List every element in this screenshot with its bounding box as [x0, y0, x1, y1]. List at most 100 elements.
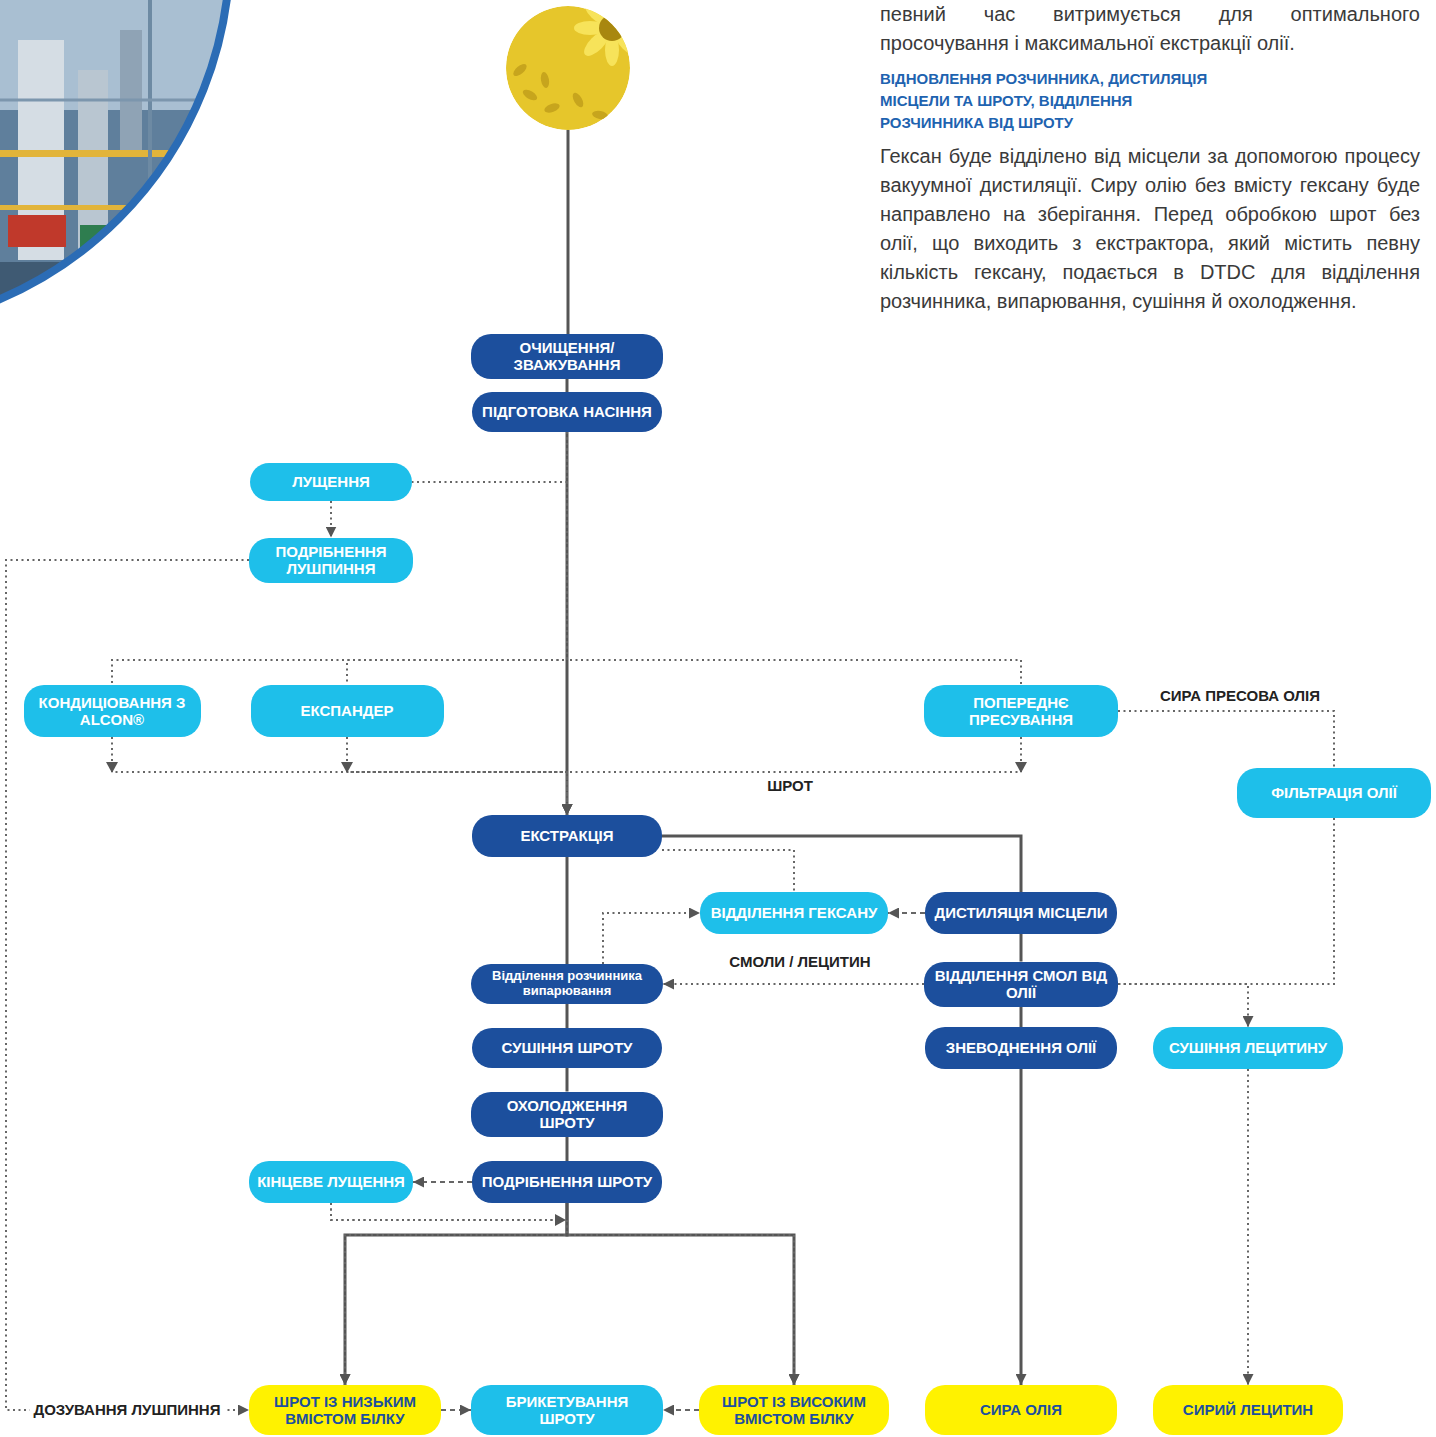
- flow-connector: [331, 1203, 567, 1385]
- node-label: ПОДРІБНЕННЯ ШРОТУ: [482, 1173, 652, 1190]
- flow-connector: [567, 1203, 794, 1385]
- flow-connector: [566, 857, 569, 964]
- flow-connector: [1020, 1007, 1023, 1028]
- flow-connector: [347, 737, 567, 815]
- edge-label: ШРОТ: [763, 777, 817, 794]
- node-label: БРИКЕТУВАННЯ ШРОТУ: [479, 1393, 655, 1428]
- node-text-group: ШРОТ ІЗ ВИСОКИМ ВМІСТОМ БІЛКУ: [707, 1393, 881, 1428]
- node-text-group: ШРОТ ІЗ НИЗЬКИМ ВМІСТОМ БІЛКУ: [257, 1393, 433, 1428]
- sunflower-centre: [599, 15, 625, 41]
- node-text-group: СИРИЙ ЛЕЦИТИН: [1183, 1401, 1313, 1418]
- sunflower-seed: [571, 91, 586, 109]
- process-box: Відділення розчинника випарювання: [471, 964, 663, 1004]
- flow-connector: [888, 912, 925, 914]
- product-box: СИРИЙ ЛЕЦИТИН: [1153, 1385, 1343, 1435]
- edge-label-patch: ДОЗУВАННЯ ЛУШПИННЯ: [30, 1401, 225, 1419]
- flow-connector: [112, 432, 567, 685]
- node-text-group: СУШІННЯ ЛЕЦИТИНУ: [1169, 1039, 1327, 1056]
- node-label: Відділення розчинника випарювання: [479, 969, 655, 999]
- node-text-group: ОХОЛОДЖЕННЯ ШРОТУ: [479, 1097, 655, 1132]
- bus-arrow: [341, 762, 353, 773]
- flow-connector: [441, 1409, 471, 1411]
- optional-step-box: ПОПЕРЕДНЄ ПРЕСУВАННЯ: [924, 685, 1118, 737]
- node-text-group: ВІДДІЛЕННЯ СМОЛ ВІД ОЛІЇ: [932, 967, 1110, 1002]
- flow-connector: [566, 1137, 569, 1162]
- bus-arrow: [106, 762, 118, 773]
- plant-railing: [0, 150, 240, 157]
- text-block: певний час витримується для оптимального…: [880, 0, 1420, 58]
- flow-connector: [567, 737, 1021, 815]
- edge-label: ДОЗУВАННЯ ЛУШПИННЯ: [30, 1401, 225, 1418]
- node-label: СУШІННЯ ШРОТУ: [502, 1039, 633, 1056]
- node-text-group: ПОДРІБНЕННЯ ШРОТУ: [482, 1173, 652, 1190]
- section-heading: ВІДНОВЛЕННЯ РОЗЧИННИКА, ДИСТИЛЯЦІЯ МІСЦЕ…: [880, 68, 1220, 134]
- flow-connector: [1118, 984, 1248, 1027]
- process-box: СУШІННЯ ШРОТУ: [472, 1028, 662, 1068]
- plant-column: [120, 30, 142, 150]
- optional-step-box: ПОДРІБНЕННЯ ЛУШПИННЯ: [249, 538, 413, 583]
- node-text-group: ВІДДІЛЕННЯ ГЕКСАНУ: [711, 904, 878, 921]
- text-block: ВІДНОВЛЕННЯ РОЗЧИННИКА, ДИСТИЛЯЦІЯ МІСЦЕ…: [880, 68, 1220, 134]
- node-text-group: ОЧИЩЕННЯ/ ЗВАЖУВАННЯ: [479, 339, 655, 374]
- sunflower-seed: [511, 62, 528, 78]
- edge-label: СМОЛИ / ЛЕЦИТИН: [725, 953, 874, 970]
- node-label: ЕКСТРАКЦІЯ: [520, 827, 613, 844]
- sunflower-petal: [618, 21, 650, 35]
- process-box: ОЧИЩЕННЯ/ ЗВАЖУВАННЯ: [471, 334, 663, 379]
- flow-connector: [330, 501, 332, 538]
- node-text-group: ФІЛЬТРАЦІЯ ОЛІЇ: [1271, 784, 1397, 801]
- plant-photo: [0, 0, 240, 322]
- node-label: ВІДДІЛЕННЯ СМОЛ ВІД ОЛІЇ: [932, 967, 1110, 1002]
- node-text-group: ДИСТИЛЯЦІЯ МІСЦЕЛИ: [934, 904, 1107, 921]
- flow-connector: [603, 913, 700, 964]
- text-block: Гексан буде відділено від місцели за доп…: [880, 142, 1420, 316]
- node-label: ШРОТ ІЗ ВИСОКИМ ВМІСТОМ БІЛКУ: [707, 1393, 881, 1428]
- flow-connector: [567, 432, 1021, 685]
- photo-frame: [0, 0, 230, 330]
- bus-arrow: [1015, 762, 1027, 773]
- flow-connector: [1118, 711, 1334, 768]
- edge-label-patch: СМОЛИ / ЛЕЦИТИН: [725, 953, 874, 971]
- node-text-group: ЛУЩЕННЯ: [292, 473, 370, 490]
- node-label: ЕКСПАНДЕР: [301, 702, 394, 719]
- node-label: СИРА ОЛІЯ: [980, 1401, 1062, 1418]
- node-text-group: СИРА ОЛІЯ: [980, 1401, 1062, 1418]
- flow-connector: [566, 1068, 569, 1092]
- process-box: ПОДРІБНЕННЯ ШРОТУ: [472, 1161, 662, 1203]
- node-label: ОХОЛОДЖЕННЯ ШРОТУ: [479, 1097, 655, 1132]
- plant-floor: [0, 262, 240, 322]
- edge-label-patch: СИРА ПРЕСОВА ОЛІЯ: [1156, 687, 1324, 705]
- sunflower-seed: [543, 102, 561, 115]
- node-label: ФІЛЬТРАЦІЯ ОЛІЇ: [1271, 784, 1397, 801]
- flow-connector: [566, 432, 569, 815]
- optional-step-box: СУШІННЯ ЛЕЦИТИНУ: [1153, 1027, 1343, 1069]
- sunflower-photo: [506, 0, 650, 130]
- product-box: ШРОТ ІЗ НИЗЬКИМ ВМІСТОМ БІЛКУ: [249, 1385, 441, 1435]
- node-label: ЗНЕВОДНЕННЯ ОЛІЇ: [946, 1039, 1096, 1056]
- flow-connector: [1118, 818, 1334, 984]
- optional-step-box: ФІЛЬТРАЦІЯ ОЛІЇ: [1237, 768, 1431, 818]
- body-text: Гексан буде відділено від місцели за доп…: [880, 142, 1420, 316]
- plant-pipe: [148, 0, 152, 260]
- flow-connector: [566, 1004, 569, 1028]
- flow-connector: [413, 1181, 472, 1183]
- body-text: певний час витримується для оптимального…: [880, 0, 1420, 58]
- node-text-group: БРИКЕТУВАННЯ ШРОТУ: [479, 1393, 655, 1428]
- process-box: ВІДДІЛЕННЯ СМОЛ ВІД ОЛІЇ: [924, 962, 1118, 1007]
- flow-connector: [662, 850, 794, 892]
- edge-label-patch: ШРОТ: [763, 777, 817, 795]
- process-box: ДИСТИЛЯЦІЯ МІСЦЕЛИ: [925, 892, 1117, 934]
- node-label: СУШІННЯ ЛЕЦИТИНУ: [1169, 1039, 1327, 1056]
- node-label: ОЧИЩЕННЯ/ ЗВАЖУВАННЯ: [479, 339, 655, 374]
- node-label: ЛУЩЕННЯ: [292, 473, 370, 490]
- process-box: ЕКСТРАКЦІЯ: [472, 815, 662, 857]
- node-label: ПОДРІБНЕННЯ ЛУШПИННЯ: [257, 543, 405, 578]
- sunflower-petal: [605, 0, 619, 22]
- node-label: СИРИЙ ЛЕЦИТИН: [1183, 1401, 1313, 1418]
- flow-connector: [112, 737, 567, 815]
- node-label: ПОПЕРЕДНЄ ПРЕСУВАННЯ: [932, 694, 1110, 729]
- node-text-group: Відділення розчинника випарювання: [479, 969, 655, 999]
- node-label: ВІДДІЛЕННЯ ГЕКСАНУ: [711, 904, 878, 921]
